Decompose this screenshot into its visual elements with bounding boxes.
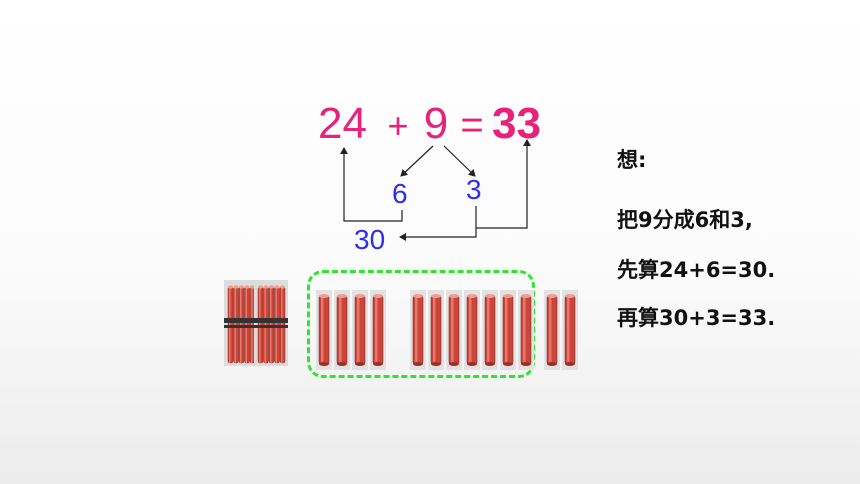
bundle-stick-end — [244, 285, 250, 289]
loose-stick-end — [521, 294, 531, 298]
loose-stick-end — [413, 294, 423, 298]
split-part-6: 6 — [392, 178, 408, 209]
equation-left-number: 24 — [318, 99, 367, 148]
loose-stick-bottom — [467, 362, 477, 366]
loose-stick-bottom — [337, 362, 347, 366]
equation: 24 +9=33 — [318, 96, 541, 154]
equation-right-number: 9 — [423, 99, 449, 148]
loose-stick-highlight — [375, 296, 378, 364]
think-line-2: 先算24+6=30. — [617, 258, 776, 282]
loose-stick-2 — [336, 295, 348, 365]
arrow-6-to-24 — [340, 147, 403, 222]
arrow-3-to-33 — [476, 139, 531, 229]
arrow-9-to-3 — [443, 145, 476, 177]
loose-stick-highlight — [451, 296, 454, 364]
loose-stick-bottom — [449, 362, 459, 366]
loose-stick-end — [467, 294, 477, 298]
loose-stick-bottom — [485, 362, 495, 366]
bundle-tie-1 — [224, 318, 258, 323]
loose-stick-end — [431, 294, 441, 298]
loose-stick-highlight — [339, 296, 342, 364]
bundle-stick-end — [228, 285, 233, 289]
loose-stick-highlight — [321, 296, 324, 364]
loose-stick-4 — [372, 295, 384, 365]
arrow-9-to-6 — [400, 145, 434, 177]
loose-stick-end — [319, 294, 329, 298]
bundle-stick-end — [263, 285, 269, 289]
loose-stick-bottom — [319, 362, 329, 366]
think-line-3: 再算30+3=33. — [617, 306, 776, 330]
loose-stick-11 — [520, 295, 532, 365]
loose-stick-10 — [502, 295, 514, 365]
bundle-stick-end — [269, 285, 274, 289]
equation-answer: 33 — [492, 99, 541, 148]
loose-stick-highlight — [415, 296, 418, 364]
equation-plus-sign: + — [387, 105, 409, 146]
loose-stick-end — [373, 294, 383, 298]
equation-equals-sign: = — [460, 103, 484, 147]
bundle-stick-end — [280, 285, 285, 289]
loose-stick-highlight — [487, 296, 490, 364]
think-line-1: 把9分成6和3, — [617, 208, 753, 232]
loose-stick-highlight — [567, 296, 570, 364]
loose-stick-bottom — [503, 362, 513, 366]
loose-stick-bottom — [521, 362, 531, 366]
loose-stick-3 — [354, 295, 366, 365]
loose-stick-13 — [564, 295, 576, 365]
loose-stick-end — [355, 294, 365, 298]
loose-stick-7 — [448, 295, 460, 365]
loose-stick-bottom — [431, 362, 441, 366]
loose-stick-highlight — [433, 296, 436, 364]
bundle-tie-lower-2 — [254, 325, 288, 328]
split-part-3: 3 — [466, 174, 482, 205]
loose-stick-1 — [318, 295, 330, 365]
loose-stick-5 — [412, 295, 424, 365]
loose-stick-highlight — [469, 296, 472, 364]
loose-stick-bottom — [565, 362, 575, 366]
bundle-stick-end — [239, 285, 244, 289]
think-title: 想: — [617, 148, 647, 172]
loose-stick-highlight — [357, 296, 360, 364]
loose-stick-end — [485, 294, 495, 298]
loose-stick-end — [547, 294, 557, 298]
loose-stick-9 — [484, 295, 496, 365]
bundle-stick-end — [274, 285, 280, 289]
loose-stick-bottom — [547, 362, 557, 366]
loose-stick-end — [565, 294, 575, 298]
loose-stick-bottom — [413, 362, 423, 366]
bundle-tie-2 — [254, 318, 288, 323]
subtotal-30: 30 — [354, 224, 386, 255]
bundle-stick-end — [250, 285, 255, 289]
bundle-tie-lower-1 — [224, 325, 258, 328]
loose-stick-8 — [466, 295, 478, 365]
loose-stick-12 — [546, 295, 558, 365]
loose-stick-highlight — [505, 296, 508, 364]
loose-stick-end — [503, 294, 513, 298]
loose-stick-bottom — [355, 362, 365, 366]
loose-stick-end — [337, 294, 347, 298]
arrow-3-to-30 — [399, 206, 477, 241]
loose-stick-bottom — [373, 362, 383, 366]
bundle-stick-end — [233, 285, 239, 289]
bundle-stick-end — [258, 285, 263, 289]
loose-stick-6 — [430, 295, 442, 365]
loose-stick-highlight — [549, 296, 552, 364]
loose-stick-highlight — [523, 296, 526, 364]
loose-stick-end — [449, 294, 459, 298]
